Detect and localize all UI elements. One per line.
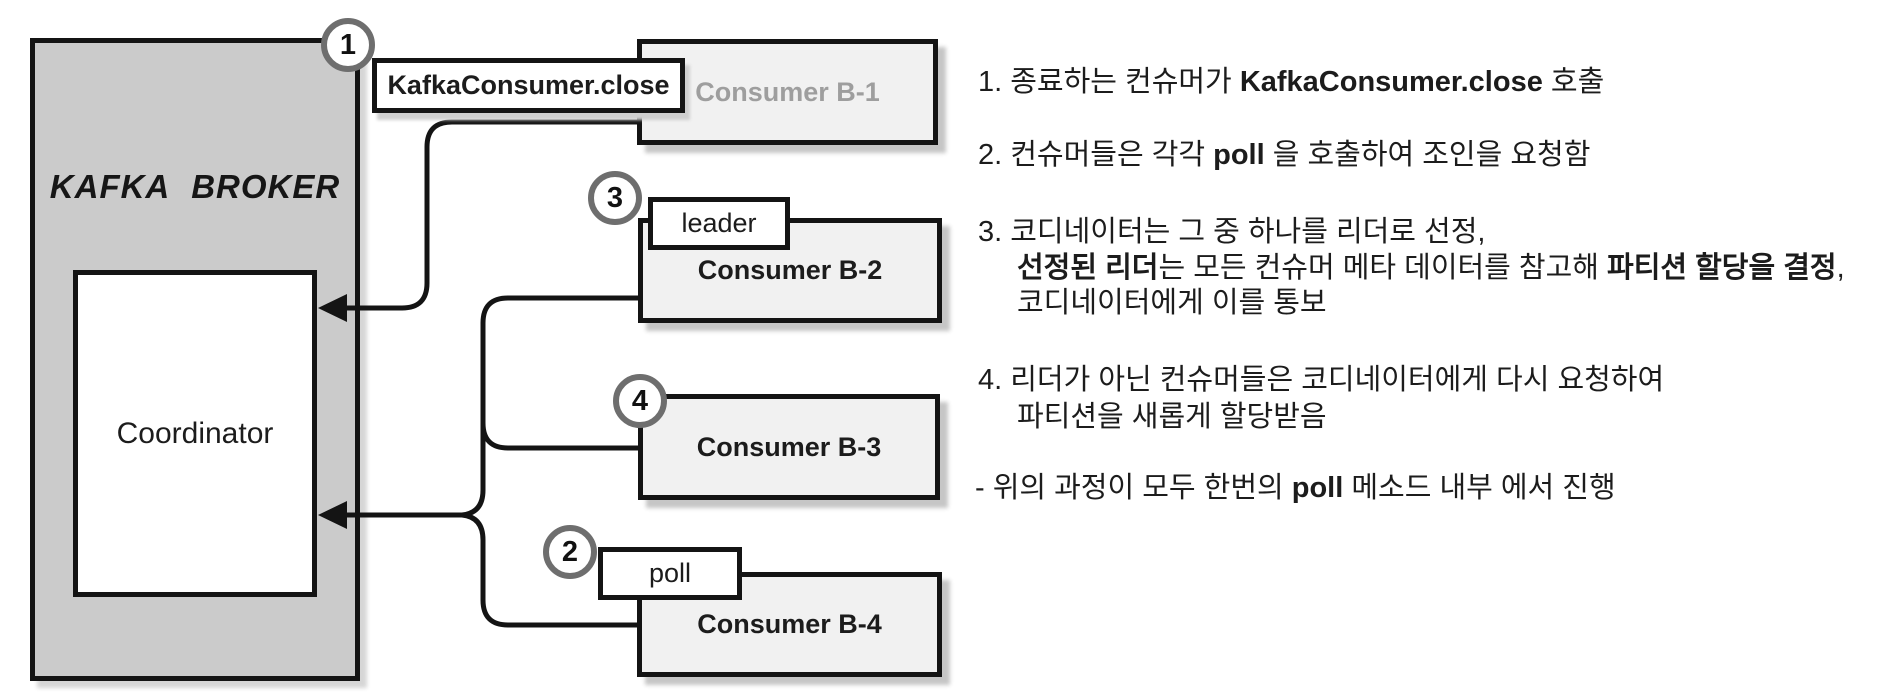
consumer-b1-label: Consumer B-1 <box>695 76 880 107</box>
step-badge-4: 4 <box>613 374 667 428</box>
note-item-1-tail: 호출 <box>1542 66 1605 98</box>
step-badge-4-number: 4 <box>631 384 649 417</box>
note-item-3-line-2-text: 는 모든 컨슈머 메타 데이터를 참고해 <box>1158 252 1608 284</box>
step-badge-2: 2 <box>543 525 597 579</box>
leader-label: leader <box>681 208 757 238</box>
note-item-3-line-3: 코디네이터에게 이를 통보 <box>1017 285 1327 321</box>
note-item-1: 1. 종료하는 컨슈머가 KafkaConsumer.close 호출 <box>978 64 1604 100</box>
note-item-3-line-1: 3. 코디네이터는 그 중 하나를 리더로 선정, <box>978 214 1485 250</box>
kafkaconsumer-close-box: KafkaConsumer.close <box>372 58 685 113</box>
note-item-3-line-1-text: 3. 코디네이터는 그 중 하나를 리더로 선정, <box>978 216 1486 248</box>
note-item-4-line-2-text: 파티션을 새롭게 할당받음 <box>1017 401 1327 433</box>
step-badge-1: 1 <box>321 18 375 72</box>
note-item-3-line-2: 선정된 리더는 모든 컨슈머 메타 데이터를 참고해 파티션 할당을 결정, <box>1017 250 1845 286</box>
note-item-2: 2. 컨슈머들은 각각 poll 을 호출하여 조인을 요청함 <box>978 137 1590 173</box>
note-item-3-line-2-tail: , <box>1836 252 1845 284</box>
note-footnote-bold: poll <box>1291 472 1344 504</box>
coordinator-label: Coordinator <box>116 416 274 450</box>
line-branch-consumer-b3 <box>480 422 641 451</box>
note-item-2-bold: poll <box>1213 139 1265 171</box>
note-item-2-text: 2. 컨슈머들은 각각 <box>978 139 1214 171</box>
note-item-3-line-2-bold-1: 선정된 리더 <box>1017 252 1159 284</box>
note-item-2-tail: 을 호출하여 조인을 요청함 <box>1264 139 1591 171</box>
consumer-b3-label: Consumer B-3 <box>696 431 882 462</box>
note-item-4-line-1-text: 4. 리더가 아닌 컨슈머들은 코디네이터에게 다시 요청하여 <box>978 364 1665 396</box>
consumer-b2-label: Consumer B-2 <box>697 255 883 285</box>
note-item-3-line-3-text: 코디네이터에게 이를 통보 <box>1017 287 1327 319</box>
note-footnote: - 위의 과정이 모두 한번의 poll 메소드 내부 에서 진행 <box>975 470 1616 506</box>
leader-box: leader <box>648 197 790 250</box>
consumer-b4-label: Consumer B-4 <box>697 609 882 639</box>
poll-box: poll <box>598 547 742 600</box>
consumer-b1-box: Consumer B-1 <box>637 39 938 145</box>
note-item-1-text: 1. 종료하는 컨슈머가 <box>978 66 1240 98</box>
poll-label: poll <box>648 558 692 588</box>
note-item-4-line-2: 파티션을 새롭게 할당받음 <box>1017 399 1327 435</box>
step-badge-1-number: 1 <box>339 28 357 61</box>
coordinator-box: Coordinator <box>73 270 317 597</box>
note-footnote-text: - 위의 과정이 모두 한번의 <box>975 472 1292 504</box>
step-badge-3: 3 <box>588 171 642 225</box>
step-badge-2-number: 2 <box>561 535 579 568</box>
kafka-broker-title: KAFKA BROKER <box>49 168 341 205</box>
step-badge-3-number: 3 <box>606 181 624 214</box>
note-footnote-tail: 메소드 내부 에서 진행 <box>1343 472 1616 504</box>
note-item-1-bold: KafkaConsumer.close <box>1239 66 1543 98</box>
kafkaconsumer-close-label: KafkaConsumer.close <box>387 70 670 100</box>
consumer-b3-box: Consumer B-3 <box>638 394 940 500</box>
note-item-3-line-2-bold-2: 파티션 할당을 결정 <box>1607 252 1837 284</box>
note-item-4-line-1: 4. 리더가 아닌 컨슈머들은 코디네이터에게 다시 요청하여 <box>978 362 1664 398</box>
